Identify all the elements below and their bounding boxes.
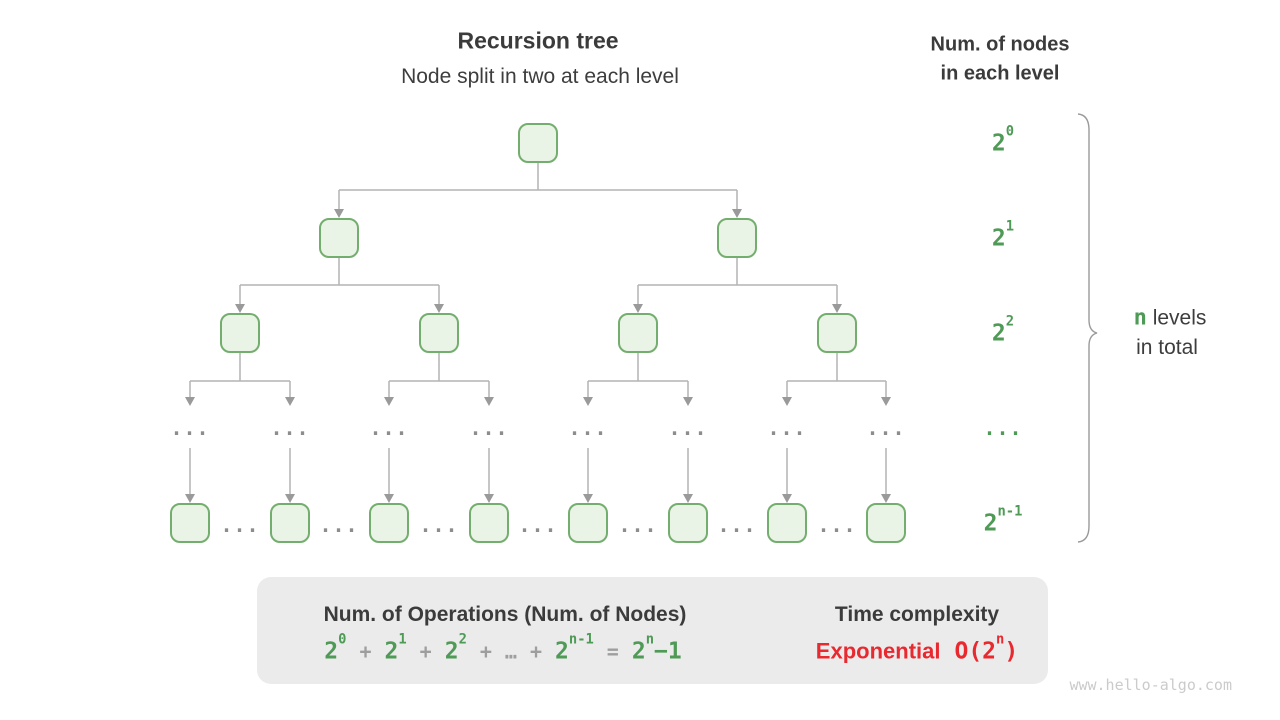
ellipsis: ... xyxy=(717,513,757,538)
operations-formula: 20 + 21 + 22 + … + 2n-1 = 2n−1 xyxy=(324,631,682,665)
level-count-base: 2 xyxy=(991,225,1006,252)
right-header-line1: Num. of nodes xyxy=(930,33,1070,56)
formula-term: 20 xyxy=(324,631,347,665)
site-watermark: www.hello-algo.com xyxy=(1069,676,1232,694)
tree-node xyxy=(568,503,608,543)
arrowheads xyxy=(185,209,891,503)
level-count-base: 2 xyxy=(991,130,1006,157)
tree-node xyxy=(319,218,359,258)
tree-node xyxy=(220,313,260,353)
tree-node xyxy=(717,218,757,258)
formula-ellipsis: … xyxy=(504,639,517,664)
ellipsis: ... xyxy=(469,416,509,441)
tree-node xyxy=(817,313,857,353)
ellipsis: ... xyxy=(866,416,906,441)
brace-label-word: levels xyxy=(1152,306,1207,330)
ellipsis: ... xyxy=(369,416,409,441)
ellipsis: ... xyxy=(817,513,857,538)
formula-equals: = xyxy=(606,639,619,664)
level-count-label: 20 xyxy=(991,123,1014,157)
tree-node xyxy=(469,503,509,543)
big-o-notation: O(2n) xyxy=(954,631,1019,665)
level-count-base: 2 xyxy=(983,510,998,537)
level-count-exponent: n-1 xyxy=(997,503,1023,520)
level-count-label: 21 xyxy=(991,218,1014,252)
complexity-result: Exponential O(2n) xyxy=(815,631,1019,665)
brace-label-line2: in total xyxy=(1136,336,1198,359)
ellipsis: ... xyxy=(170,416,210,441)
formula-operator: + xyxy=(419,639,432,664)
complexity-word: Exponential xyxy=(815,638,941,664)
level-count-exponent: 0 xyxy=(1005,123,1015,140)
ellipsis: ... xyxy=(419,513,459,538)
ellipsis: ... xyxy=(518,513,558,538)
page-subtitle: Node split in two at each level xyxy=(401,65,679,88)
formula-result: 2n−1 xyxy=(631,631,682,665)
level-count-label: 22 xyxy=(991,313,1014,347)
tree-node xyxy=(618,313,658,353)
ellipsis: ... xyxy=(767,416,807,441)
curly-brace-icon xyxy=(1077,113,1098,543)
tree-node xyxy=(369,503,409,543)
formula-operator: + xyxy=(479,639,492,664)
tree-node xyxy=(270,503,310,543)
tree-node-root xyxy=(518,123,558,163)
ellipsis: ... xyxy=(319,513,359,538)
level-count-base: 2 xyxy=(991,320,1006,347)
operations-title: Num. of Operations (Num. of Nodes) xyxy=(323,603,687,626)
tree-node xyxy=(419,313,459,353)
connector-lines xyxy=(189,163,887,494)
tree-node xyxy=(767,503,807,543)
tree-node xyxy=(866,503,906,543)
brace-label-line1: n levels xyxy=(1134,306,1207,331)
ellipsis: ... xyxy=(568,416,608,441)
ellipsis: ... xyxy=(668,416,708,441)
level-count-label: 2n-1 xyxy=(983,503,1023,537)
level-count-ellipsis: ... xyxy=(983,416,1023,441)
tree-node xyxy=(170,503,210,543)
formula-term: 22 xyxy=(444,631,467,665)
summary-box: Num. of Operations (Num. of Nodes) 20 + … xyxy=(257,577,1048,684)
level-count-exponent: 1 xyxy=(1005,218,1015,235)
ellipsis: ... xyxy=(618,513,658,538)
formula-term: 21 xyxy=(384,631,407,665)
level-count-exponent: 2 xyxy=(1005,313,1015,330)
ellipsis: ... xyxy=(270,416,310,441)
right-header-line2: in each level xyxy=(940,62,1060,85)
page-title: Recursion tree xyxy=(457,27,619,54)
formula-operator: + xyxy=(529,639,543,664)
n-variable: n xyxy=(1133,305,1147,331)
formula-operator: + xyxy=(359,639,372,664)
time-complexity-title: Time complexity xyxy=(834,603,1000,626)
ellipsis: ... xyxy=(220,513,260,538)
tree-node xyxy=(668,503,708,543)
formula-term: 2n-1 xyxy=(555,631,594,665)
